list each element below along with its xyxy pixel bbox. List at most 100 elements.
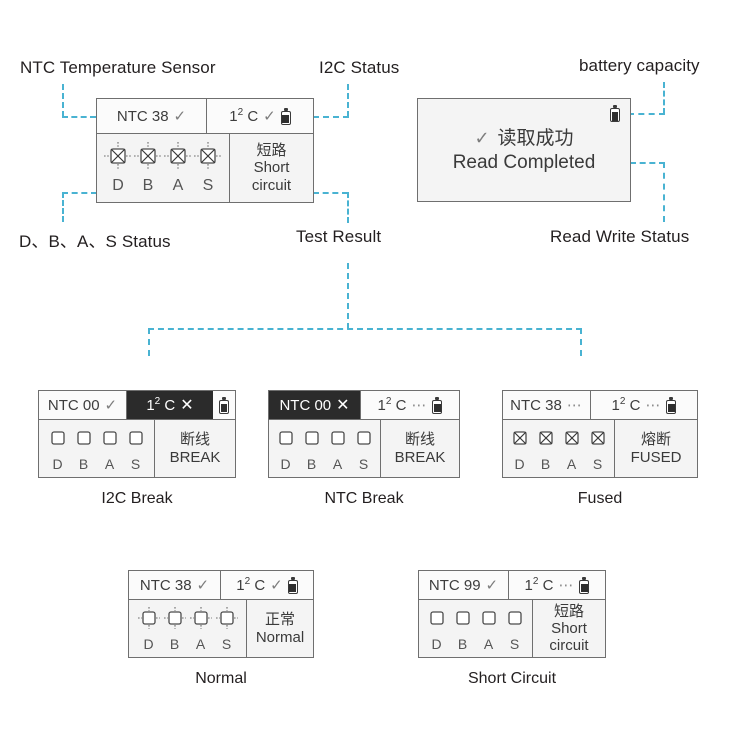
pin-a[interactable]: A <box>560 426 584 472</box>
variant-result-cn: 正常 <box>264 611 295 629</box>
pin-s[interactable]: S <box>124 426 148 472</box>
variant-battery-cell <box>213 391 235 419</box>
pin-b[interactable]: B <box>300 426 324 472</box>
connector-ntc-horizontal <box>62 116 96 118</box>
pin-a[interactable]: A <box>189 606 213 652</box>
variant-body: D B A S 短路 Short circuit <box>419 600 605 657</box>
variant-i2c-cell[interactable]: 12 C ✓ <box>221 571 313 599</box>
variant-result-en-1: Normal <box>255 628 305 646</box>
variant-i2c-label: 12 C <box>524 576 554 594</box>
pin-a[interactable]: A <box>326 426 350 472</box>
pin-s[interactable]: S <box>352 426 376 472</box>
variant-panel-i2c-break[interactable]: NTC 00 ✓ 12 C ✕ D B A S <box>38 390 236 478</box>
variant-ntc-cell[interactable]: NTC 38 ⋯ <box>503 391 591 419</box>
variant-pins-area[interactable]: D B A S <box>39 420 155 477</box>
check-icon: ✓ <box>263 108 276 125</box>
variant-ntc-cell[interactable]: NTC 00 ✕ <box>269 391 361 419</box>
variant-pins-area[interactable]: D B A S <box>269 420 381 477</box>
read-status-en: Read Completed <box>452 152 596 173</box>
pin-label: D <box>431 635 442 652</box>
cross-icon: ✕ <box>336 397 350 414</box>
pin-label: B <box>540 455 551 472</box>
pin-b[interactable]: B <box>72 426 96 472</box>
variant-i2c-cell[interactable]: 12 C ⋯ <box>361 391 459 419</box>
check-icon: ✓ <box>474 128 490 148</box>
variant-i2c-cell[interactable]: 12 C ✕ <box>127 391 213 419</box>
pin-fault-icon <box>560 426 584 455</box>
main-i2c-label: 12 C <box>229 107 259 125</box>
pin-s[interactable]: S <box>503 606 527 652</box>
variant-header: NTC 00 ✓ 12 C ✕ <box>39 391 235 420</box>
pin-label: S <box>202 177 214 194</box>
variant-i2c-cell[interactable]: 12 C ⋯ <box>509 571 605 599</box>
pin-a[interactable]: A <box>477 606 501 652</box>
pin-d[interactable]: D <box>137 606 161 652</box>
pin-label: B <box>169 635 180 652</box>
battery-icon <box>666 396 677 414</box>
variant-result-area: 断线 BREAK <box>381 420 459 477</box>
pin-b[interactable]: B <box>163 606 187 652</box>
variant-panel-normal[interactable]: NTC 38 ✓ 12 C ✓ D <box>128 570 314 658</box>
read-status-panel[interactable]: ✓读取成功 Read Completed <box>417 98 631 202</box>
variant-result-area: 熔断 FUSED <box>615 420 697 477</box>
variant-ntc-cell[interactable]: NTC 99 ✓ <box>419 571 509 599</box>
pin-label: S <box>221 635 232 652</box>
variant-i2c-cell[interactable]: 12 C ⋯ <box>591 391 697 419</box>
variant-panel-fused[interactable]: NTC 38 ⋯ 12 C ⋯ D B <box>502 390 698 478</box>
pin-b[interactable]: B <box>534 426 558 472</box>
connector-bus-left-drop <box>148 328 150 356</box>
pin-b[interactable]: B <box>451 606 475 652</box>
pin-box-icon <box>163 606 187 635</box>
annotation-test-result: Test Result <box>296 227 382 246</box>
read-status-text: ✓读取成功 Read Completed <box>418 123 630 174</box>
pin-fault-icon <box>163 141 193 176</box>
pin-b[interactable]: B <box>133 141 163 195</box>
battery-icon <box>579 576 590 594</box>
variant-panel-short-circuit[interactable]: NTC 99 ✓ 12 C ⋯ D B A S <box>418 570 606 658</box>
pin-d[interactable]: D <box>425 606 449 652</box>
main-pins-area[interactable]: D B A <box>97 134 230 202</box>
pin-box-icon <box>326 426 350 455</box>
pin-label: S <box>358 455 369 472</box>
variant-ntc-cell[interactable]: NTC 38 ✓ <box>129 571 221 599</box>
caption-i2c-break: I2C Break <box>101 490 173 507</box>
pin-s[interactable]: S <box>586 426 610 472</box>
variant-pins-area[interactable]: D B A S <box>129 600 247 657</box>
pin-s[interactable]: S <box>215 606 239 652</box>
connector-testresult-top-horizontal <box>313 192 348 194</box>
main-ntc-cell[interactable]: NTC 38 ✓ <box>97 99 207 133</box>
pin-box-icon <box>352 426 376 455</box>
variant-ntc-cell[interactable]: NTC 00 ✓ <box>39 391 127 419</box>
pin-d[interactable]: D <box>46 426 70 472</box>
connector-testresult-lower-vertical <box>347 263 349 329</box>
variant-pins-area[interactable]: D B A S <box>503 420 615 477</box>
variant-ntc-label: NTC 38 <box>139 576 192 594</box>
read-status-cn-line: ✓读取成功 <box>418 123 630 150</box>
pin-d[interactable]: D <box>508 426 532 472</box>
annotation-ntc-temperature-sensor: NTC Temperature Sensor <box>20 58 216 77</box>
pin-s[interactable]: S <box>193 141 223 195</box>
battery-icon <box>219 396 229 414</box>
pin-box-icon <box>300 426 324 455</box>
connector-bus-horizontal <box>148 328 582 330</box>
pin-a[interactable]: A <box>163 141 193 195</box>
main-result-en-2: circuit <box>251 176 292 194</box>
variant-result-cn: 断线 <box>404 431 435 449</box>
variant-result-en-2: circuit <box>549 637 589 655</box>
pin-box-icon <box>425 606 449 635</box>
main-result-cn: 短路 <box>256 142 287 160</box>
connector-bus-right-drop <box>580 328 582 356</box>
connector-ntc-vertical <box>62 84 64 117</box>
pin-label: A <box>195 635 206 652</box>
main-i2c-cell[interactable]: 12 C ✓ <box>207 99 313 133</box>
pin-a[interactable]: A <box>98 426 122 472</box>
pin-d[interactable]: D <box>103 141 133 195</box>
main-device-panel[interactable]: NTC 38 ✓ 12 C ✓ D <box>96 98 314 203</box>
pin-box-icon <box>274 426 298 455</box>
pin-d[interactable]: D <box>274 426 298 472</box>
variant-result-cn: 短路 <box>553 602 584 620</box>
variant-pins-area[interactable]: D B A S <box>419 600 533 657</box>
pin-label: D <box>143 635 154 652</box>
variant-panel-ntc-break[interactable]: NTC 00 ✕ 12 C ⋯ D B A S <box>268 390 460 478</box>
check-icon: ✓ <box>196 577 210 594</box>
